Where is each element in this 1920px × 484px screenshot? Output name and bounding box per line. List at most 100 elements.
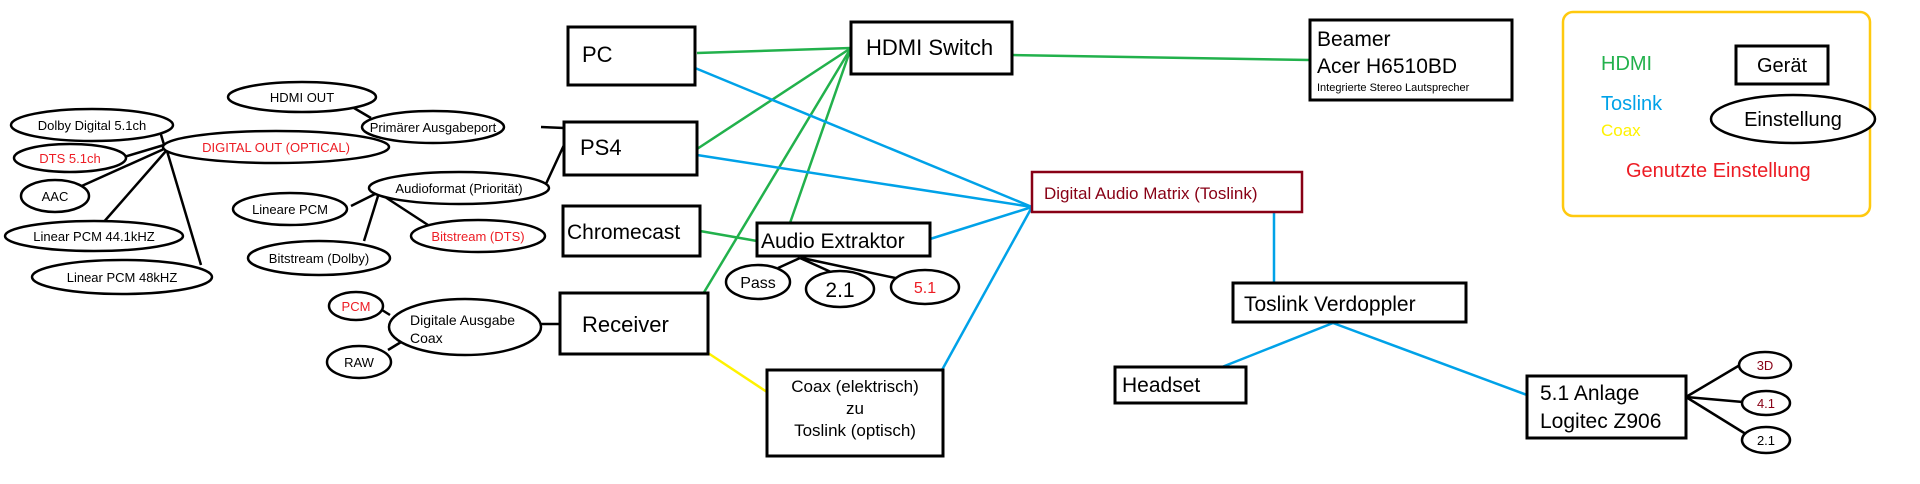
hdmi-switch-label: HDMI Switch bbox=[866, 35, 993, 60]
wire-receiver-hdmi-switch bbox=[701, 47, 853, 295]
wire-ps4-hdmi-switch bbox=[696, 46, 852, 151]
svg-text:Linear PCM 44.1kHZ: Linear PCM 44.1kHZ bbox=[33, 229, 154, 244]
setting-hdmi-out: HDMI OUT bbox=[226, 80, 378, 114]
hdmi-switch-device: HDMI Switch bbox=[849, 20, 1014, 76]
setting-lpcm-48: Linear PCM 48kHZ bbox=[30, 258, 214, 296]
legend-setting: Einstellung bbox=[1744, 109, 1842, 131]
headset-label: Headset bbox=[1122, 374, 1200, 397]
legend: HDMI Toslink Coax Gerät Einstellung Genu… bbox=[1561, 10, 1877, 218]
matrix-label: Digital Audio Matrix (Toslink) bbox=[1044, 184, 1258, 203]
setting-bitstream-dts: Bitstream (DTS) bbox=[409, 218, 547, 254]
tie-ex21 bbox=[799, 256, 832, 274]
anlage-device: 5.1 Anlage Logitec Z906 bbox=[1525, 374, 1688, 440]
toslink-connections bbox=[694, 66, 1528, 397]
wire-verdoppler-headset bbox=[1221, 321, 1334, 369]
setting-pcm: PCM bbox=[327, 290, 385, 322]
audio-extraktor-label: Audio Extraktor bbox=[761, 230, 905, 253]
tie-pass bbox=[777, 256, 801, 270]
tie-pcm bbox=[381, 308, 391, 317]
svg-text:Coax: Coax bbox=[410, 330, 443, 346]
svg-text:2.1: 2.1 bbox=[1757, 433, 1775, 448]
chromecast-device: Chromecast bbox=[561, 204, 702, 258]
tie-ex51 bbox=[801, 256, 901, 281]
svg-text:RAW: RAW bbox=[344, 355, 375, 370]
anlage-model: Logitec Z906 bbox=[1540, 410, 1661, 433]
setting-primary-output: Primärer Ausgabeport bbox=[360, 109, 506, 145]
ps4-label: PS4 bbox=[580, 135, 622, 160]
anlage-title: 5.1 Anlage bbox=[1540, 382, 1639, 405]
setting-pass: Pass bbox=[724, 263, 792, 301]
legend-hdmi: HDMI bbox=[1601, 53, 1652, 75]
svg-text:2.1: 2.1 bbox=[825, 279, 854, 302]
svg-text:5.1: 5.1 bbox=[914, 280, 936, 297]
setting-raw: RAW bbox=[325, 344, 393, 380]
tie-lpcm48 bbox=[165, 150, 203, 266]
svg-text:Audioformat (Priorität): Audioformat (Priorität) bbox=[395, 181, 522, 196]
svg-text:DIGITAL OUT (OPTICAL): DIGITAL OUT (OPTICAL) bbox=[202, 140, 350, 155]
beamer-speaker-note: Integrierte Stereo Lautsprecher bbox=[1317, 82, 1470, 94]
svg-text:Digitale Ausgabe: Digitale Ausgabe bbox=[410, 312, 515, 328]
tie-41 bbox=[1685, 395, 1744, 404]
tie-z21 bbox=[1685, 395, 1750, 438]
legend-used-setting: Genutzte Einstellung bbox=[1626, 160, 1811, 182]
svg-text:PCM: PCM bbox=[342, 299, 371, 314]
coax-converter-device: Coax (elektrisch) zu Toslink (optisch) bbox=[765, 368, 945, 458]
svg-text:HDMI OUT: HDMI OUT bbox=[270, 90, 334, 105]
tie-audioformat-ps4 bbox=[543, 144, 566, 187]
converter-line2: zu bbox=[846, 399, 864, 418]
svg-text:DTS 5.1ch: DTS 5.1ch bbox=[39, 151, 100, 166]
wire-receiver-converter bbox=[707, 351, 768, 394]
tie-hdmi-out bbox=[353, 106, 372, 120]
receiver-label: Receiver bbox=[582, 312, 669, 337]
setting-extraktor-21: 2.1 bbox=[804, 269, 876, 309]
tie-3d bbox=[1685, 360, 1746, 399]
wire-verdoppler-anlage bbox=[1332, 321, 1528, 397]
setting-dts: DTS 5.1ch bbox=[12, 142, 128, 174]
setting-extraktor-51: 5.1 bbox=[889, 268, 961, 306]
audio-extraktor-device: Audio Extraktor bbox=[755, 221, 932, 258]
tie-aac bbox=[74, 147, 165, 191]
svg-text:Lineare PCM: Lineare PCM bbox=[252, 202, 328, 217]
setting-audioformat: Audioformat (Priorität) bbox=[367, 170, 551, 206]
wire-switch-beamer bbox=[1011, 53, 1311, 62]
legend-setting-sample bbox=[1709, 93, 1877, 145]
pc-label: PC bbox=[582, 42, 613, 67]
settings: HDMI OUT Primärer Ausgabeport Dolby Digi… bbox=[3, 80, 1793, 455]
legend-device: Gerät bbox=[1757, 55, 1807, 77]
setting-dolby-digital: Dolby Digital 5.1ch bbox=[9, 107, 175, 143]
legend-device-sample bbox=[1734, 44, 1830, 86]
svg-text:Bitstream (DTS): Bitstream (DTS) bbox=[431, 229, 524, 244]
headset-device: Headset bbox=[1113, 365, 1248, 405]
setting-bitstream-dolby: Bitstream (Dolby) bbox=[246, 239, 392, 277]
tie-lpcm441 bbox=[101, 150, 167, 225]
svg-text:Linear PCM 48kHZ: Linear PCM 48kHZ bbox=[67, 270, 178, 285]
svg-text:Pass: Pass bbox=[740, 275, 776, 292]
verdoppler-label: Toslink Verdoppler bbox=[1244, 293, 1416, 316]
tie-primary-ps4 bbox=[540, 125, 565, 130]
svg-text:Dolby Digital 5.1ch: Dolby Digital 5.1ch bbox=[38, 118, 146, 133]
setting-lpcm-441: Linear PCM 44.1kHZ bbox=[3, 219, 185, 253]
coax-connections bbox=[707, 351, 768, 394]
wire-pc-matrix bbox=[694, 66, 1033, 209]
setting-lineare-pcm: Lineare PCM bbox=[231, 191, 349, 227]
ps4-device: PS4 bbox=[562, 120, 699, 177]
svg-text:AAC: AAC bbox=[42, 189, 69, 204]
digital-audio-matrix-device: Digital Audio Matrix (Toslink) bbox=[1030, 170, 1304, 214]
wire-extraktor-hdmi-switch bbox=[788, 47, 853, 224]
beamer-device: Beamer Acer H6510BD Integrierte Stereo L… bbox=[1308, 18, 1514, 102]
wire-converter-matrix bbox=[940, 206, 1034, 371]
tie-bitstream-dolby bbox=[362, 195, 380, 242]
setting-anlage-21: 2.1 bbox=[1740, 425, 1792, 455]
wire-ps4-matrix bbox=[696, 153, 1033, 209]
toslink-verdoppler-device: Toslink Verdoppler bbox=[1231, 281, 1468, 324]
wire-chromecast-extraktor bbox=[699, 229, 758, 243]
svg-text:Bitstream (Dolby): Bitstream (Dolby) bbox=[269, 251, 369, 266]
legend-toslink: Toslink bbox=[1601, 93, 1663, 115]
tie-lineare-pcm bbox=[350, 192, 376, 208]
converter-line3: Toslink (optisch) bbox=[794, 421, 916, 440]
devices: PC PS4 Chromecast Receiver HDMI Switch A… bbox=[558, 18, 1688, 458]
svg-text:Primärer Ausgabeport: Primärer Ausgabeport bbox=[370, 120, 497, 135]
converter-line1: Coax (elektrisch) bbox=[791, 377, 919, 396]
svg-text:4.1: 4.1 bbox=[1757, 396, 1775, 411]
